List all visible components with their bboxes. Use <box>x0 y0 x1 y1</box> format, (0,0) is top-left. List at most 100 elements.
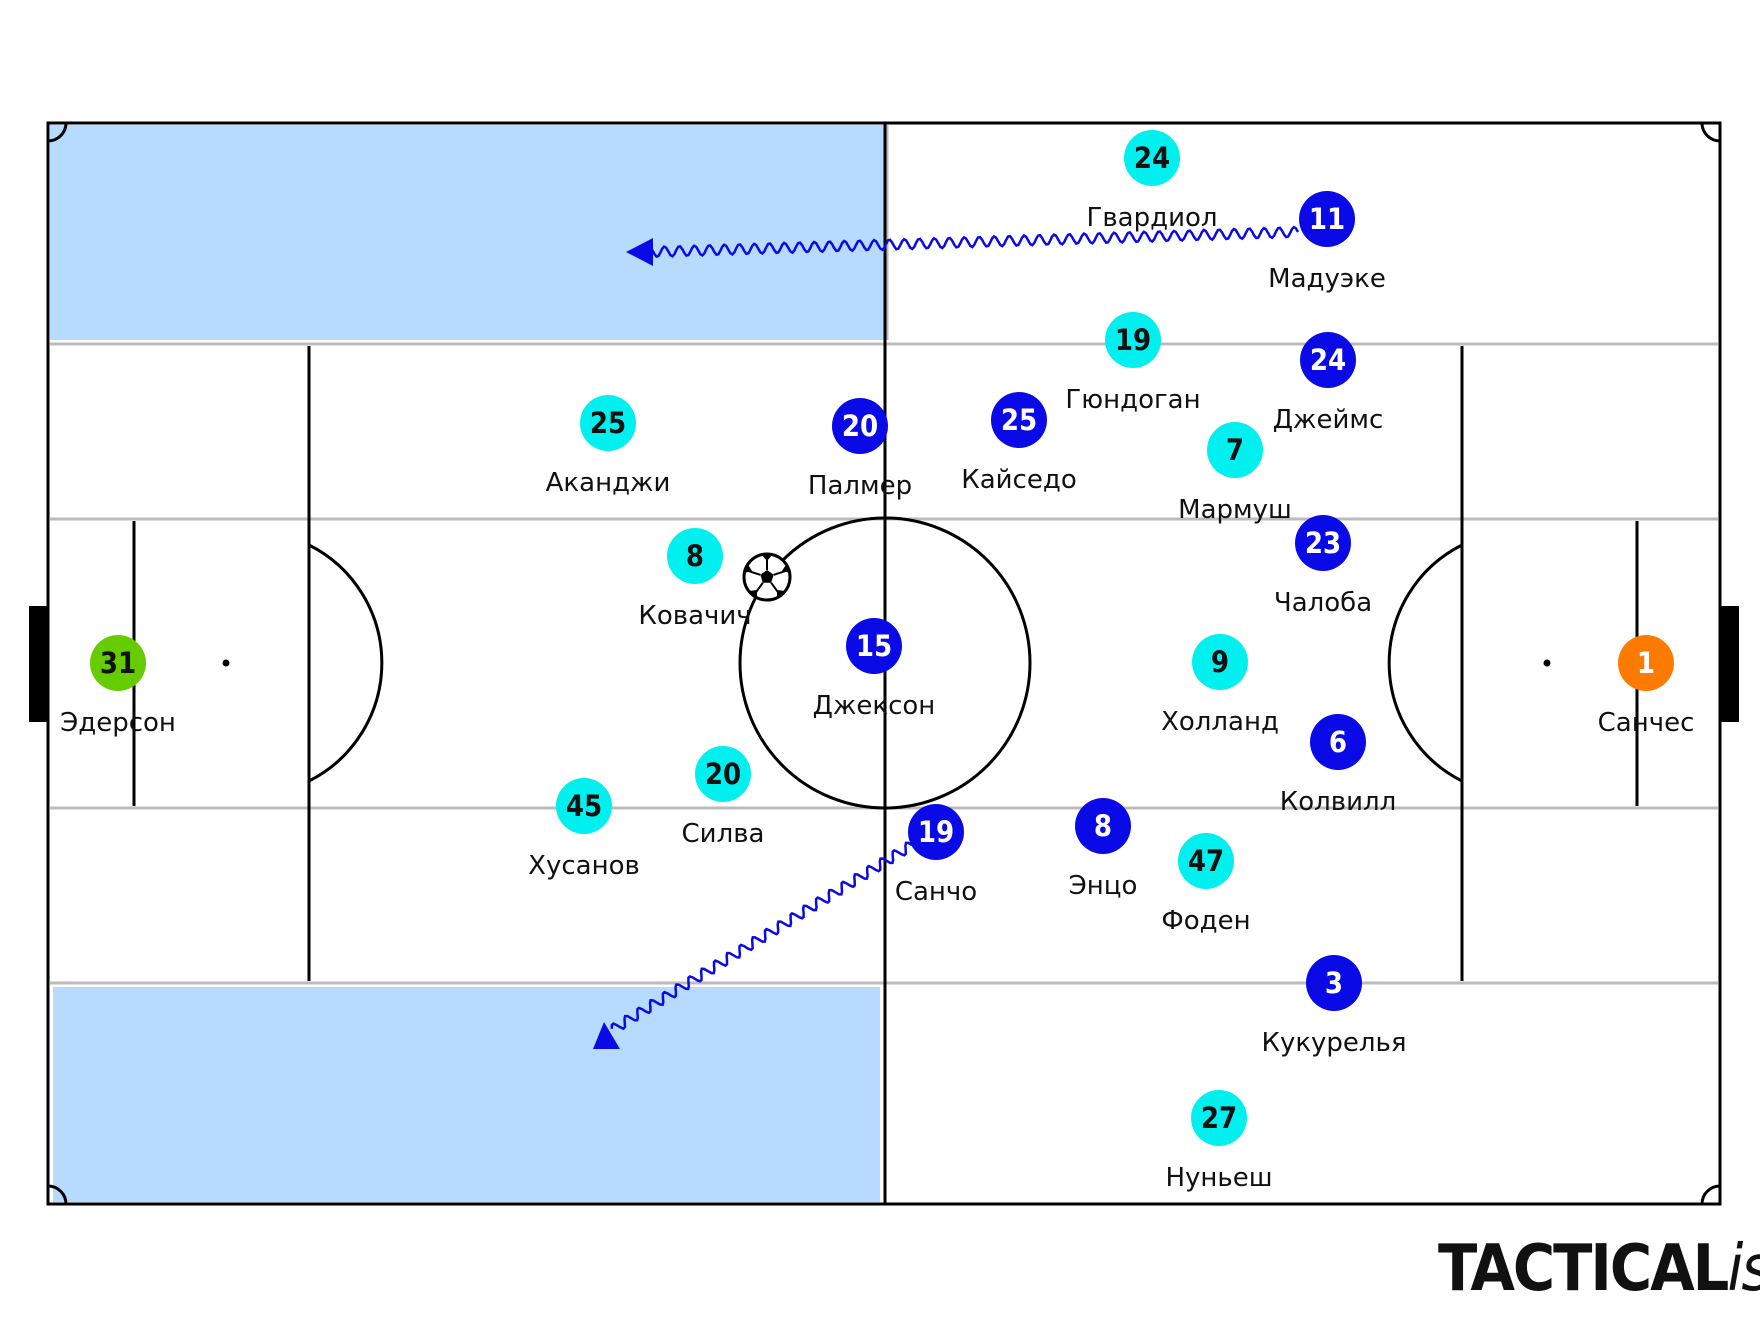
corner-arc-bottom-left <box>47 1184 68 1205</box>
player-circle <box>1075 798 1131 854</box>
player-number: 8 <box>1094 809 1112 843</box>
player-circle <box>1124 130 1180 186</box>
right-penalty-spot <box>1543 659 1551 667</box>
player-name: Джексон <box>813 691 936 721</box>
run-arrows <box>593 225 1300 1049</box>
player-circle <box>1299 191 1355 247</box>
player-number: 7 <box>1226 433 1244 467</box>
player-circle <box>991 392 1047 448</box>
player-circle <box>908 804 964 860</box>
player-circle <box>556 778 612 834</box>
player-circle <box>1178 833 1234 889</box>
left-goal <box>29 606 47 722</box>
player-name: Мармуш <box>1178 495 1292 525</box>
player-circle <box>832 398 888 454</box>
player-name: Ковачич <box>638 601 751 631</box>
player-number: 19 <box>1115 323 1151 357</box>
player-name: Аканджи <box>546 468 671 498</box>
player-number: 8 <box>686 539 704 573</box>
player-circle <box>1191 1090 1247 1146</box>
player-circle <box>846 618 902 674</box>
player-name: Колвилл <box>1280 787 1396 817</box>
player-name: Гюндоган <box>1065 385 1200 415</box>
player-circle <box>1300 332 1356 388</box>
player-number: 45 <box>566 789 602 823</box>
highlight-zone-bottom-left <box>53 987 880 1202</box>
player-name: Силва <box>682 819 765 849</box>
player-circle <box>695 746 751 802</box>
player-name: Санчес <box>1598 708 1695 738</box>
player-circle <box>90 635 146 691</box>
players-layer: 31Эдерсон24Гвардиол19Гюндоган25Аканджи7М… <box>60 130 1694 1193</box>
player-circle <box>1105 312 1161 368</box>
run-arrow-madueke <box>649 225 1300 259</box>
brand-part-2: ista <box>1727 1232 1760 1306</box>
player-name: Энцо <box>1069 871 1138 901</box>
player-number: 6 <box>1329 725 1347 759</box>
player-name: Хусанов <box>528 851 640 881</box>
player-circle <box>1310 714 1366 770</box>
player-name: Санчо <box>895 877 977 907</box>
corner-arc-bottom-right <box>1700 1184 1721 1205</box>
player-circle <box>1306 955 1362 1011</box>
player-number: 25 <box>1001 403 1037 437</box>
player-name: Эдерсон <box>60 708 176 738</box>
player-number: 24 <box>1310 343 1346 377</box>
left-penalty-spot <box>222 659 230 667</box>
player-name: Кукурелья <box>1261 1028 1406 1058</box>
corner-arc-top-left <box>47 122 68 143</box>
player-circle <box>1618 635 1674 691</box>
left-penalty-arc <box>308 543 384 783</box>
player-name: Фоден <box>1161 906 1250 936</box>
player-number: 1 <box>1637 646 1655 680</box>
player-number: 3 <box>1325 966 1343 1000</box>
player-number: 23 <box>1305 526 1341 560</box>
player-name: Мадуэке <box>1268 264 1386 294</box>
player-name: Кайседо <box>961 465 1076 495</box>
player-name: Джеймс <box>1273 405 1384 435</box>
player-circle <box>1192 634 1248 690</box>
player-number: 31 <box>100 646 136 680</box>
player-name: Нуньеш <box>1165 1163 1272 1193</box>
player-number: 24 <box>1134 141 1170 175</box>
brand-part-1: TACTICAL <box>1438 1232 1729 1306</box>
player-number: 47 <box>1188 844 1224 878</box>
highlight-zone-top-left <box>50 125 885 340</box>
player-number: 20 <box>842 409 878 443</box>
player-name: Чалоба <box>1274 588 1372 618</box>
player-number: 11 <box>1309 202 1345 236</box>
run-arrowhead-sancho <box>593 1022 620 1049</box>
player-circle <box>667 528 723 584</box>
player-number: 15 <box>856 629 892 663</box>
player-name: Холланд <box>1161 707 1279 737</box>
player-circle <box>580 395 636 451</box>
football-icon <box>742 552 792 602</box>
right-goal <box>1721 606 1739 722</box>
player-number: 20 <box>705 757 741 791</box>
player-circle <box>1295 515 1351 571</box>
player-number: 9 <box>1211 645 1229 679</box>
player-number: 19 <box>918 815 954 849</box>
